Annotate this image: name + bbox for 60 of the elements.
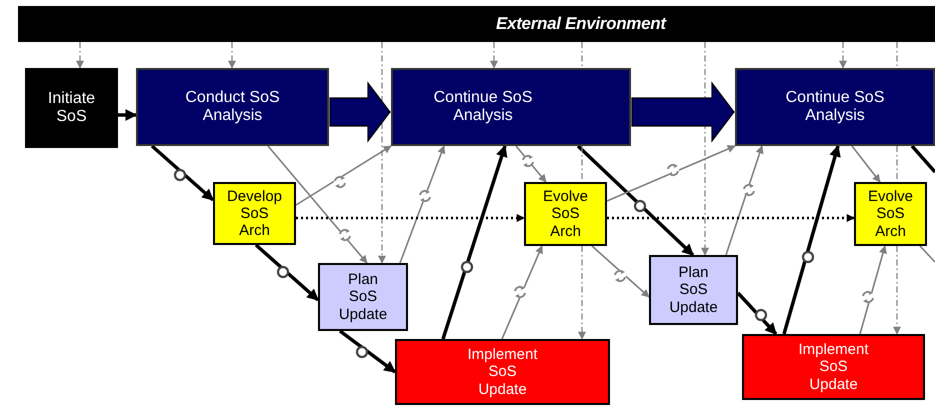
connector-line bbox=[896, 42, 898, 68]
arrow bbox=[501, 245, 543, 340]
box-label: Plan SoS Update bbox=[338, 271, 388, 323]
box-label: Evolve SoS Arch bbox=[542, 188, 590, 240]
connector-line bbox=[910, 144, 935, 174]
connector-line bbox=[919, 245, 935, 263]
connector-line bbox=[581, 42, 583, 68]
box-label: Implement SoS Update bbox=[466, 346, 539, 398]
process-box bbox=[649, 255, 738, 325]
arrow bbox=[228, 42, 236, 69]
process-box bbox=[524, 182, 607, 246]
arrow bbox=[725, 145, 764, 256]
arrow bbox=[441, 144, 508, 340]
block-arrow bbox=[631, 81, 735, 143]
arrow bbox=[576, 144, 694, 256]
arrow bbox=[399, 145, 446, 264]
environment-bar bbox=[18, 6, 935, 42]
arrow bbox=[267, 145, 368, 264]
box-label: Continue SoS Analysis bbox=[432, 88, 534, 126]
arrow bbox=[378, 42, 386, 264]
process-box bbox=[318, 263, 408, 331]
arrow bbox=[254, 244, 320, 302]
arrow bbox=[296, 145, 392, 206]
arrow bbox=[606, 145, 736, 202]
arrow bbox=[607, 214, 855, 222]
arrow bbox=[150, 144, 214, 202]
box-label: Evolve SoS Arch bbox=[866, 188, 914, 240]
process-box bbox=[136, 68, 329, 146]
arrow bbox=[782, 144, 841, 334]
process-box bbox=[25, 68, 118, 148]
arrow bbox=[296, 214, 525, 222]
arrow bbox=[591, 245, 650, 298]
block-arrow bbox=[329, 81, 391, 143]
process-box bbox=[742, 334, 925, 400]
arrow bbox=[736, 292, 778, 336]
arrow bbox=[892, 246, 902, 335]
arrow bbox=[700, 42, 710, 256]
arrow bbox=[118, 109, 138, 121]
box-label: Implement SoS Update bbox=[797, 341, 870, 393]
arrow bbox=[76, 42, 84, 69]
process-box bbox=[213, 182, 296, 245]
box-label: Plan SoS Update bbox=[668, 264, 719, 316]
arrow bbox=[338, 330, 396, 374]
arrow bbox=[578, 246, 586, 340]
arrow bbox=[851, 146, 881, 183]
arrow bbox=[859, 245, 887, 334]
connector-line bbox=[896, 146, 898, 182]
arrow bbox=[515, 145, 547, 183]
bar-title: External Environment bbox=[496, 14, 666, 34]
arrow bbox=[838, 42, 848, 69]
arrow bbox=[490, 42, 498, 69]
box-label: Conduct SoS Analysis bbox=[184, 88, 281, 126]
box-label: Initiate SoS bbox=[46, 90, 96, 126]
process-box bbox=[735, 68, 935, 146]
process-box bbox=[391, 68, 631, 146]
box-label: Develop SoS Arch bbox=[226, 188, 284, 240]
box-label: Continue SoS Analysis bbox=[784, 88, 886, 126]
process-box bbox=[854, 182, 927, 246]
connector-line bbox=[581, 146, 583, 182]
process-box bbox=[395, 339, 610, 405]
